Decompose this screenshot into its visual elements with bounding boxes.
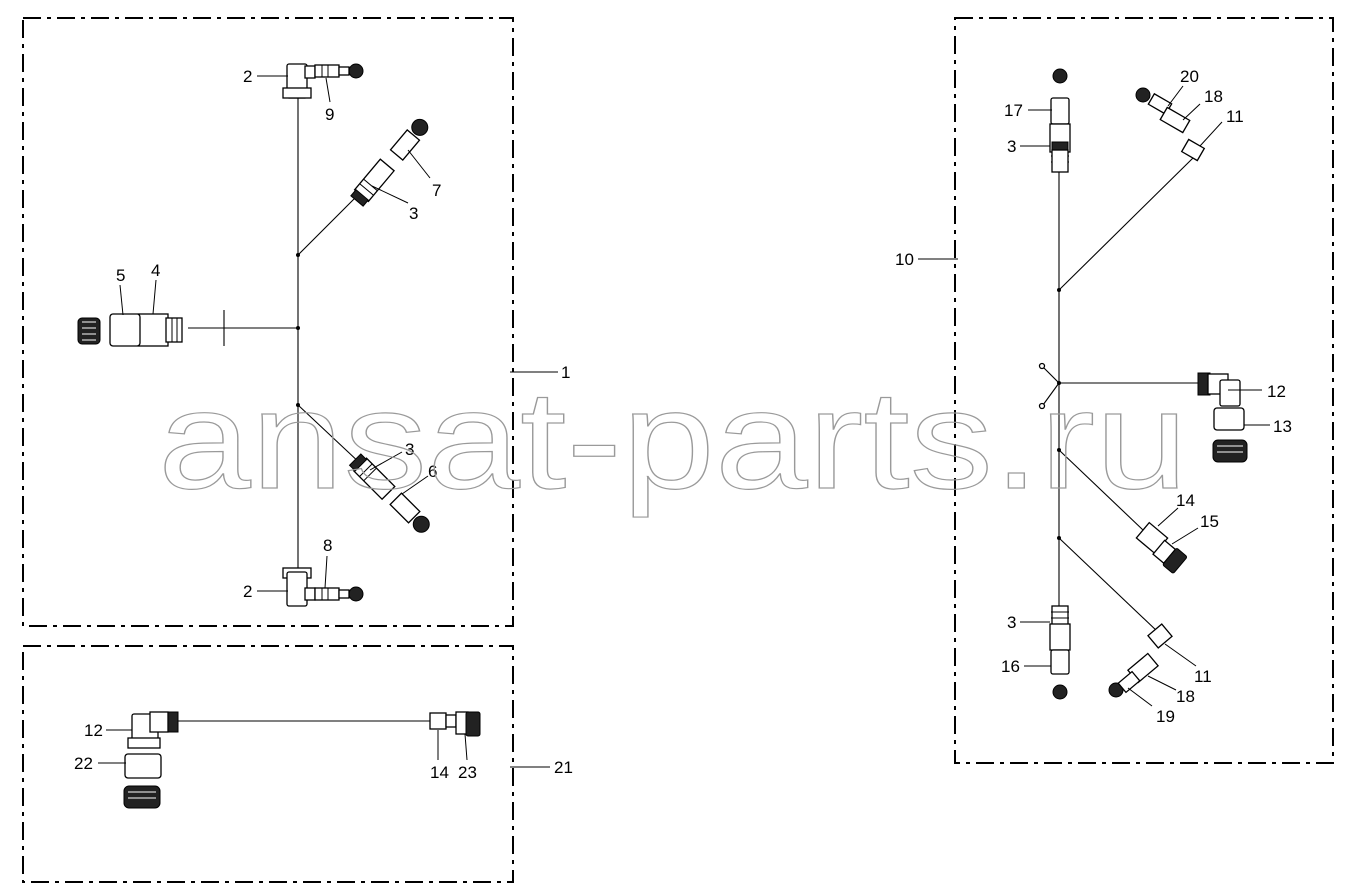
callout-17: 17 <box>1004 101 1023 120</box>
connector-3-bottom-right <box>1049 605 1071 651</box>
callout-14-right: 14 <box>1176 491 1195 510</box>
callout-20: 20 <box>1180 67 1199 86</box>
callout-12-left: 12 <box>84 721 103 740</box>
callout-1: 1 <box>561 363 570 382</box>
callout-7: 7 <box>432 181 441 200</box>
callout-3-top-right: 3 <box>1007 137 1016 156</box>
callout-3-lower: 3 <box>405 440 414 459</box>
harness-1-wires <box>188 95 363 575</box>
connector-3-lower <box>348 453 396 501</box>
watermark-text: ansat-parts.ru <box>158 361 1188 518</box>
connector-13 <box>1212 407 1248 463</box>
connector-3-upper <box>350 158 396 207</box>
connector-23 <box>455 711 481 737</box>
callout-8: 8 <box>323 536 332 555</box>
connector-12-left <box>127 711 179 749</box>
connector-11-top <box>1180 138 1206 162</box>
callout-5: 5 <box>116 266 125 285</box>
connector-5 <box>77 313 141 347</box>
callout-10: 10 <box>895 250 914 269</box>
connector-11-bottom <box>1147 623 1173 649</box>
connector-9 <box>314 63 364 79</box>
callout-18-top: 18 <box>1204 87 1223 106</box>
harness-10-wires <box>1038 157 1200 633</box>
callout-2-top: 2 <box>243 67 252 86</box>
frame-harness-21 <box>22 645 514 883</box>
connector-4 <box>137 313 183 347</box>
connector-19 <box>1108 670 1141 698</box>
connector-17 <box>1050 68 1070 125</box>
callout-3-upper: 3 <box>409 204 418 223</box>
callout-11-top: 11 <box>1226 107 1244 126</box>
callout-16: 16 <box>1001 657 1020 676</box>
connector-2-bottom <box>282 567 316 607</box>
callout-13: 13 <box>1273 417 1292 436</box>
callout-21: 21 <box>554 758 573 777</box>
callout-11-bottom: 11 <box>1194 667 1212 686</box>
callout-15: 15 <box>1200 512 1219 531</box>
callout-18-bottom: 18 <box>1176 687 1195 706</box>
harness-10-leaders <box>918 85 1270 707</box>
connector-7 <box>389 118 429 162</box>
connector-16 <box>1050 649 1070 700</box>
connector-22 <box>123 753 162 809</box>
callout-12-right: 12 <box>1267 382 1286 401</box>
callout-labels: 2 9 7 3 5 4 1 3 6 8 2 12 22 14 23 21 20 … <box>74 67 1292 782</box>
connector-15 <box>1152 539 1188 574</box>
callout-9: 9 <box>325 105 334 124</box>
frame-harness-10 <box>954 17 1334 764</box>
callout-22: 22 <box>74 754 93 773</box>
frame-harness-1 <box>22 17 514 627</box>
callout-3-bottom-right: 3 <box>1007 613 1016 632</box>
connector-14-left <box>429 712 457 730</box>
callout-4: 4 <box>151 261 160 280</box>
callout-14-left: 14 <box>430 763 449 782</box>
connector-6 <box>389 492 430 533</box>
callout-6: 6 <box>428 462 437 481</box>
harness-1-leaders <box>119 75 558 592</box>
connector-3-top-right <box>1049 123 1071 173</box>
callout-19: 19 <box>1156 707 1175 726</box>
callout-23: 23 <box>458 763 477 782</box>
connector-12-right <box>1197 372 1241 407</box>
connector-8 <box>314 586 364 602</box>
connector-2-top <box>282 63 316 99</box>
connector-18-top <box>1159 106 1191 134</box>
callout-2-bottom: 2 <box>243 582 252 601</box>
harness-21-leaders <box>98 729 550 768</box>
